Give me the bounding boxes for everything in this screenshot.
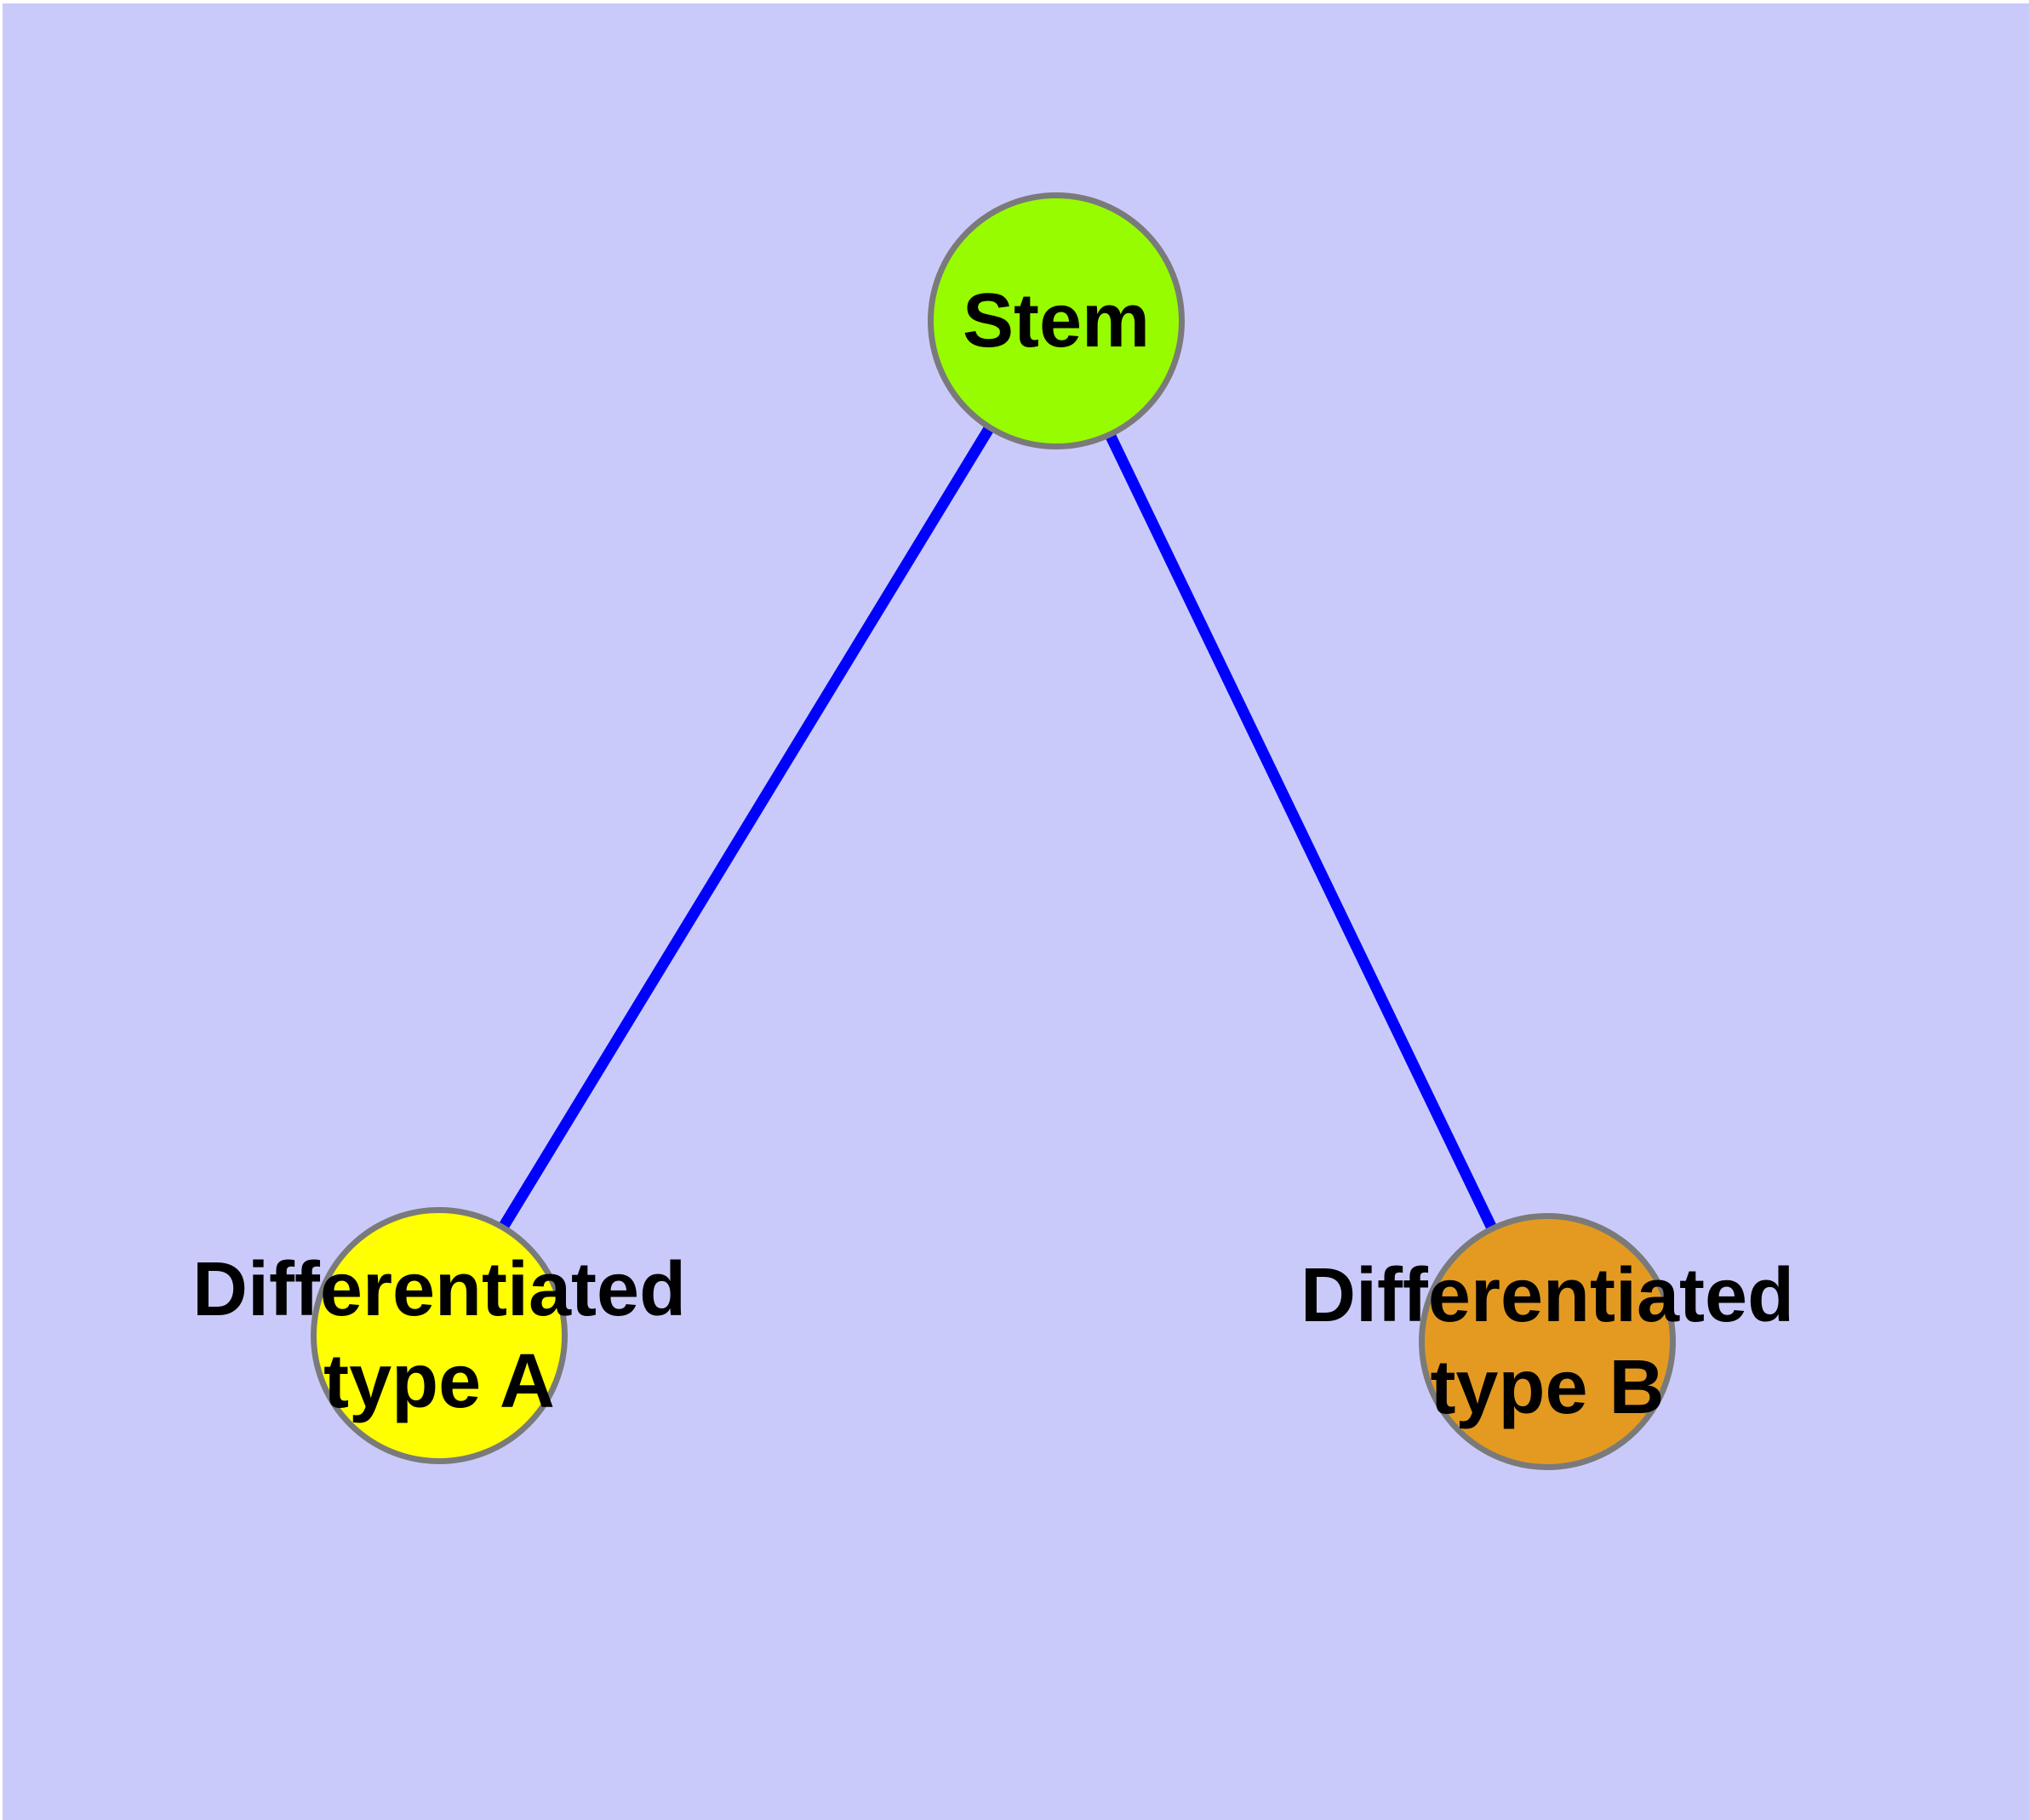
node-diff-b-label-line: type B [1430, 1345, 1665, 1430]
node-diff-a-label-line: type A [323, 1339, 555, 1424]
node-stem-label: Stem [963, 275, 1150, 367]
node-diff-b-label-line: Differentiated [1300, 1253, 1795, 1338]
edge-layer [433, 317, 1551, 1342]
node-diff-a-circle [311, 1207, 568, 1464]
edge-stem-to-diff-b [1049, 318, 1551, 1342]
node-stem-circle [928, 192, 1185, 449]
node-diff-b-circle [1419, 1213, 1676, 1470]
node-stem-label-line: Stem [962, 278, 1151, 363]
node-diff-a-label-line: Differentiated [191, 1247, 687, 1332]
edge-stem-to-diff-a [433, 317, 1060, 1336]
